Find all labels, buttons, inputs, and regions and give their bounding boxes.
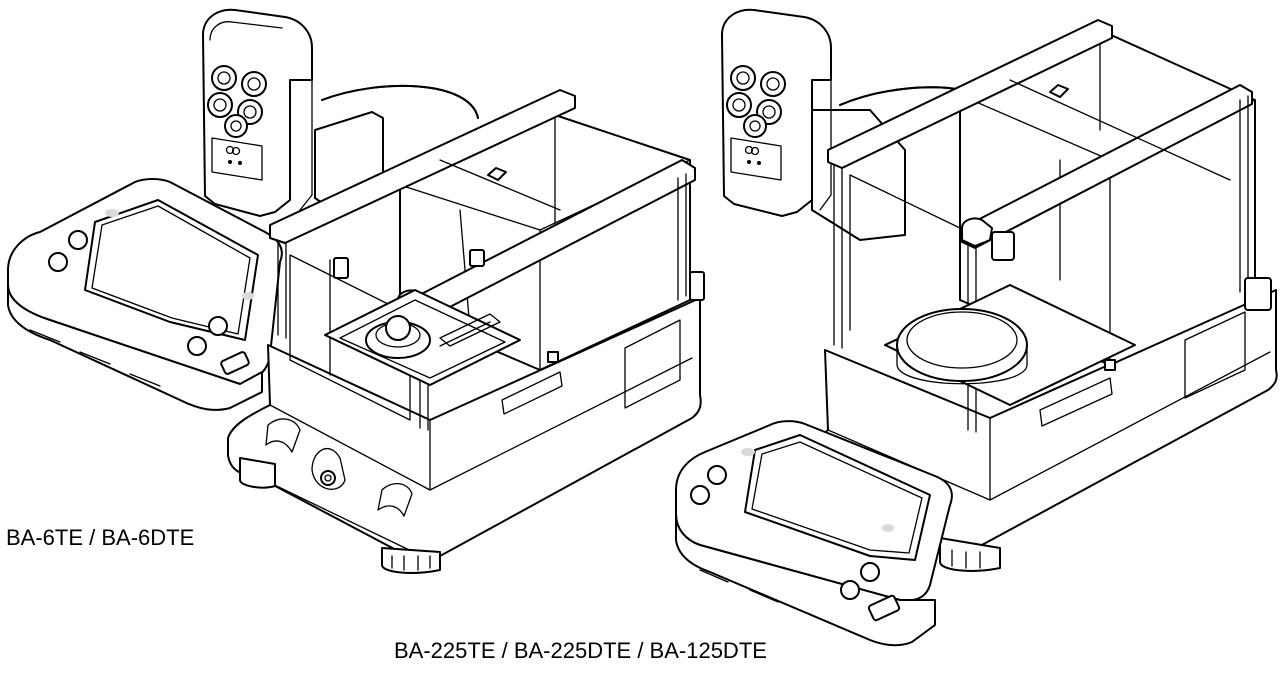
- module-panel-left: [202, 8, 313, 217]
- balance-base-left: [227, 297, 702, 574]
- caption-model-right: BA-225TE / BA-225DTE / BA-125DTE: [394, 638, 767, 663]
- display-terminal-left: [7, 178, 283, 411]
- caption-model-left: BA-6TE / BA-6DTE: [6, 525, 195, 550]
- connector-icon: [726, 65, 786, 138]
- display-terminal-right: [675, 420, 953, 647]
- balance-right: [675, 8, 1278, 647]
- weighing-pan-right: [884, 284, 1136, 406]
- connector-icon: [207, 65, 267, 138]
- weighing-pan-left: [324, 289, 559, 386]
- balance-left: [7, 8, 705, 574]
- draft-shield-right: [827, 19, 1272, 433]
- module-panel-right: [721, 8, 906, 241]
- cable-left: [321, 84, 479, 119]
